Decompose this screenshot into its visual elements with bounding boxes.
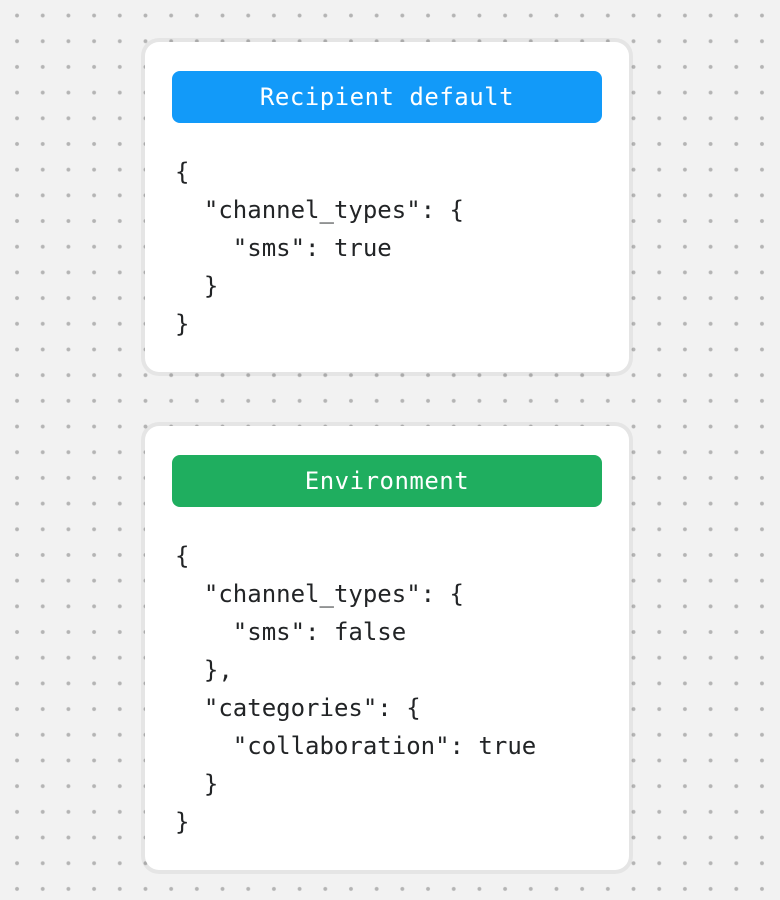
environment-card: Environment { "channel_types": { "sms": … (145, 426, 629, 870)
recipient-default-card: Recipient default { "channel_types": { "… (145, 42, 629, 372)
environment-header: Environment (172, 455, 602, 507)
environment-json-code: { "channel_types": { "sms": false }, "ca… (175, 542, 537, 836)
recipient-default-json-code: { "channel_types": { "sms": true } } (175, 158, 464, 338)
recipient-default-header: Recipient default (172, 71, 602, 123)
